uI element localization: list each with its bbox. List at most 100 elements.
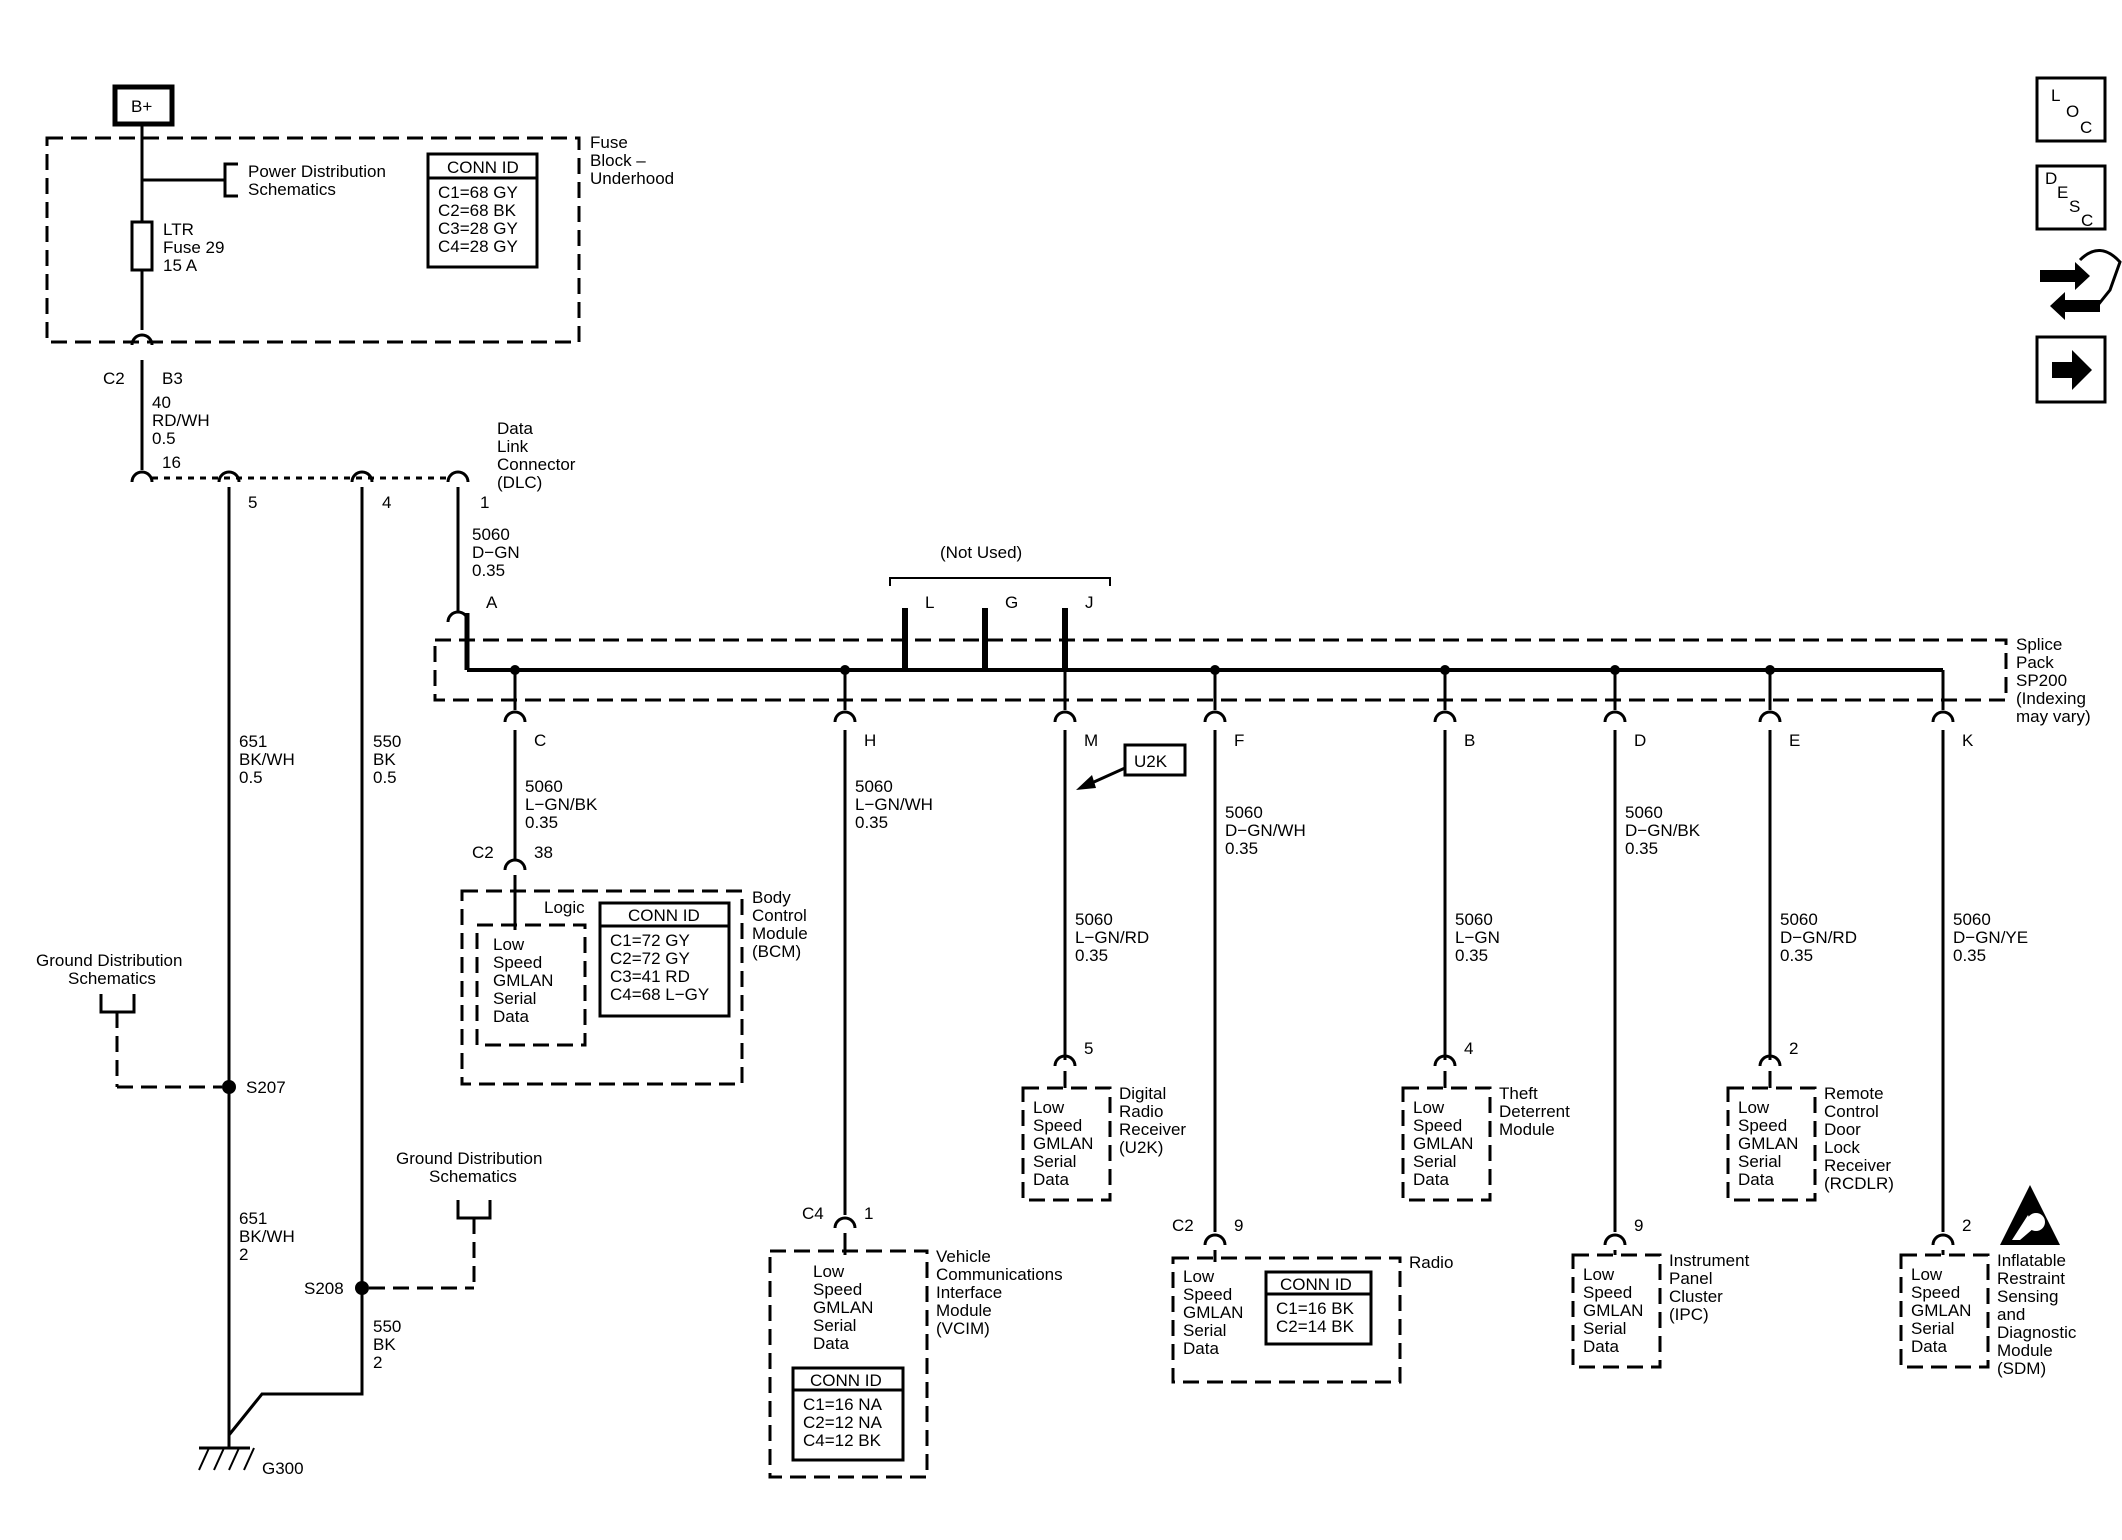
svg-text:Speed: Speed bbox=[1583, 1283, 1632, 1302]
splice-pack-input-pin: A bbox=[486, 593, 498, 612]
splice-pack-outline bbox=[433, 638, 2008, 702]
svg-text:GMLAN: GMLAN bbox=[1033, 1134, 1093, 1153]
svg-text:Module: Module bbox=[936, 1301, 992, 1320]
svg-text:Deterrent: Deterrent bbox=[1499, 1102, 1570, 1121]
svg-text:Theft: Theft bbox=[1499, 1084, 1538, 1103]
svg-text:0.35: 0.35 bbox=[1225, 839, 1258, 858]
splice-s207-label: S207 bbox=[246, 1078, 286, 1097]
svg-text:5060: 5060 bbox=[855, 777, 893, 796]
drr-name: Digital Radio Receiver (U2K) bbox=[1119, 1084, 1186, 1157]
next-arrow-button[interactable] bbox=[2035, 335, 2107, 404]
svg-text:U2K: U2K bbox=[1134, 752, 1168, 771]
svg-text:Control: Control bbox=[1824, 1102, 1879, 1121]
svg-text:Data: Data bbox=[497, 419, 533, 438]
svg-text:S: S bbox=[2069, 197, 2080, 216]
location-button[interactable]: L O C bbox=[2035, 76, 2107, 143]
svg-text:Control: Control bbox=[752, 906, 807, 925]
svg-text:L: L bbox=[925, 593, 934, 612]
svg-text:Block –: Block – bbox=[590, 151, 646, 170]
description-button[interactable]: D E S C bbox=[2035, 164, 2107, 231]
vcim-name: Vehicle Communications Interface Module … bbox=[936, 1247, 1063, 1338]
svg-text:Serial: Serial bbox=[1413, 1152, 1456, 1171]
svg-text:Schematics: Schematics bbox=[429, 1167, 517, 1186]
bcm-module-outline bbox=[460, 889, 744, 1086]
svg-text:L−GN/WH: L−GN/WH bbox=[855, 795, 933, 814]
fuse-symbol bbox=[130, 220, 154, 272]
radio-conn-id: CONN ID C1=16 BK C2=14 BK bbox=[1264, 1270, 1373, 1346]
svg-text:B3: B3 bbox=[162, 369, 183, 388]
ground-distribution-link-a[interactable]: Ground Distribution Schematics bbox=[36, 951, 182, 988]
svg-text:651: 651 bbox=[239, 1209, 267, 1228]
svg-text:2: 2 bbox=[239, 1245, 248, 1264]
power-distribution-link[interactable]: Power Distribution Schematics bbox=[248, 162, 386, 199]
svg-text:550: 550 bbox=[373, 732, 401, 751]
branch-tdm: B 5060 L−GN 0.35 4 bbox=[1433, 665, 1500, 1088]
fuse-output-labels: C2 B3 40 RD/WH 0.5 bbox=[103, 369, 210, 448]
bcm-logic-block bbox=[475, 923, 587, 1047]
svg-text:(RCDLR): (RCDLR) bbox=[1824, 1174, 1894, 1193]
svg-text:C2=12 NA: C2=12 NA bbox=[803, 1413, 883, 1432]
svg-text:C2=14 BK: C2=14 BK bbox=[1276, 1317, 1355, 1336]
svg-text:5060: 5060 bbox=[472, 525, 510, 544]
radio-module-outline bbox=[1171, 1256, 1402, 1384]
svg-text:0.35: 0.35 bbox=[1625, 839, 1658, 858]
svg-text:Data: Data bbox=[1911, 1337, 1947, 1356]
svg-text:5060: 5060 bbox=[525, 777, 563, 796]
svg-text:Data: Data bbox=[1413, 1170, 1449, 1189]
svg-text:Splice: Splice bbox=[2016, 635, 2062, 654]
splice-s208 bbox=[355, 1281, 369, 1295]
svg-text:0.35: 0.35 bbox=[1953, 946, 1986, 965]
svg-text:Module: Module bbox=[752, 924, 808, 943]
svg-text:Connector: Connector bbox=[497, 455, 576, 474]
svg-text:Low: Low bbox=[493, 935, 525, 954]
svg-text:5060: 5060 bbox=[1075, 910, 1113, 929]
svg-text:C: C bbox=[534, 731, 546, 750]
svg-text:Instrument: Instrument bbox=[1669, 1251, 1750, 1270]
svg-text:Data: Data bbox=[1583, 1337, 1619, 1356]
svg-text:D: D bbox=[2045, 169, 2057, 188]
svg-text:GMLAN: GMLAN bbox=[493, 971, 553, 990]
ground-g300-label: G300 bbox=[262, 1459, 304, 1478]
ground-distribution-link-b[interactable]: Ground Distribution Schematics bbox=[396, 1149, 542, 1186]
svg-text:5060: 5060 bbox=[1625, 803, 1663, 822]
svg-text:(SDM): (SDM) bbox=[1997, 1359, 2046, 1378]
splice-s207 bbox=[222, 1080, 236, 1094]
svg-text:K: K bbox=[1962, 731, 1974, 750]
svg-text:C2: C2 bbox=[1172, 1216, 1194, 1235]
svg-text:D−GN: D−GN bbox=[472, 543, 520, 562]
svg-text:16: 16 bbox=[162, 453, 181, 472]
svg-text:G: G bbox=[1005, 593, 1018, 612]
branch-rcdlr: E 5060 D−GN/RD 0.35 2 bbox=[1758, 665, 1857, 1088]
svg-text:C4=28 GY: C4=28 GY bbox=[438, 237, 518, 256]
svg-text:0.35: 0.35 bbox=[472, 561, 505, 580]
connector-end-view-icon[interactable] bbox=[2040, 249, 2122, 320]
rcdlr-name: Remote Control Door Lock Receiver (RCDLR… bbox=[1824, 1084, 1894, 1193]
drr-inner-label: Low Speed GMLAN Serial Data bbox=[1033, 1098, 1093, 1189]
svg-text:Low: Low bbox=[1583, 1265, 1615, 1284]
dlc-pins: 16 5 4 1 bbox=[162, 453, 489, 512]
bcm-conn-id: CONN ID C1=72 GY C2=72 GY C3=41 RD C4=68… bbox=[598, 901, 731, 1018]
svg-text:BK: BK bbox=[373, 750, 396, 769]
svg-text:C3=28 GY: C3=28 GY bbox=[438, 219, 518, 238]
ground-wire-labels: 651 BK/WH 0.5 550 BK 0.5 651 BK/WH 2 550… bbox=[239, 732, 401, 1372]
svg-text:Link: Link bbox=[497, 437, 529, 456]
svg-text:Speed: Speed bbox=[1738, 1116, 1787, 1135]
tdm-name: Theft Deterrent Module bbox=[1499, 1084, 1570, 1139]
svg-text:O: O bbox=[2066, 102, 2079, 121]
svg-text:Diagnostic: Diagnostic bbox=[1997, 1323, 2077, 1342]
svg-text:Underhood: Underhood bbox=[590, 169, 674, 188]
svg-text:40: 40 bbox=[152, 393, 171, 412]
svg-text:(U2K): (U2K) bbox=[1119, 1138, 1163, 1157]
branch-drr: M 5060 L−GN/RD 0.35 5 bbox=[1053, 670, 1149, 1088]
svg-text:RD/WH: RD/WH bbox=[152, 411, 210, 430]
svg-text:Speed: Speed bbox=[1911, 1283, 1960, 1302]
svg-text:Inflatable: Inflatable bbox=[1997, 1251, 2066, 1270]
svg-text:GMLAN: GMLAN bbox=[1183, 1303, 1243, 1322]
svg-text:C1=16 BK: C1=16 BK bbox=[1276, 1299, 1355, 1318]
branch-vcim: H 5060 L−GN/WH 0.35 C4 1 bbox=[802, 665, 933, 1255]
dlc-wire-label: 5060 D−GN 0.35 bbox=[472, 525, 520, 580]
svg-text:C2=68 BK: C2=68 BK bbox=[438, 201, 517, 220]
svg-text:C3=41 RD: C3=41 RD bbox=[610, 967, 690, 986]
svg-text:2: 2 bbox=[373, 1353, 382, 1372]
